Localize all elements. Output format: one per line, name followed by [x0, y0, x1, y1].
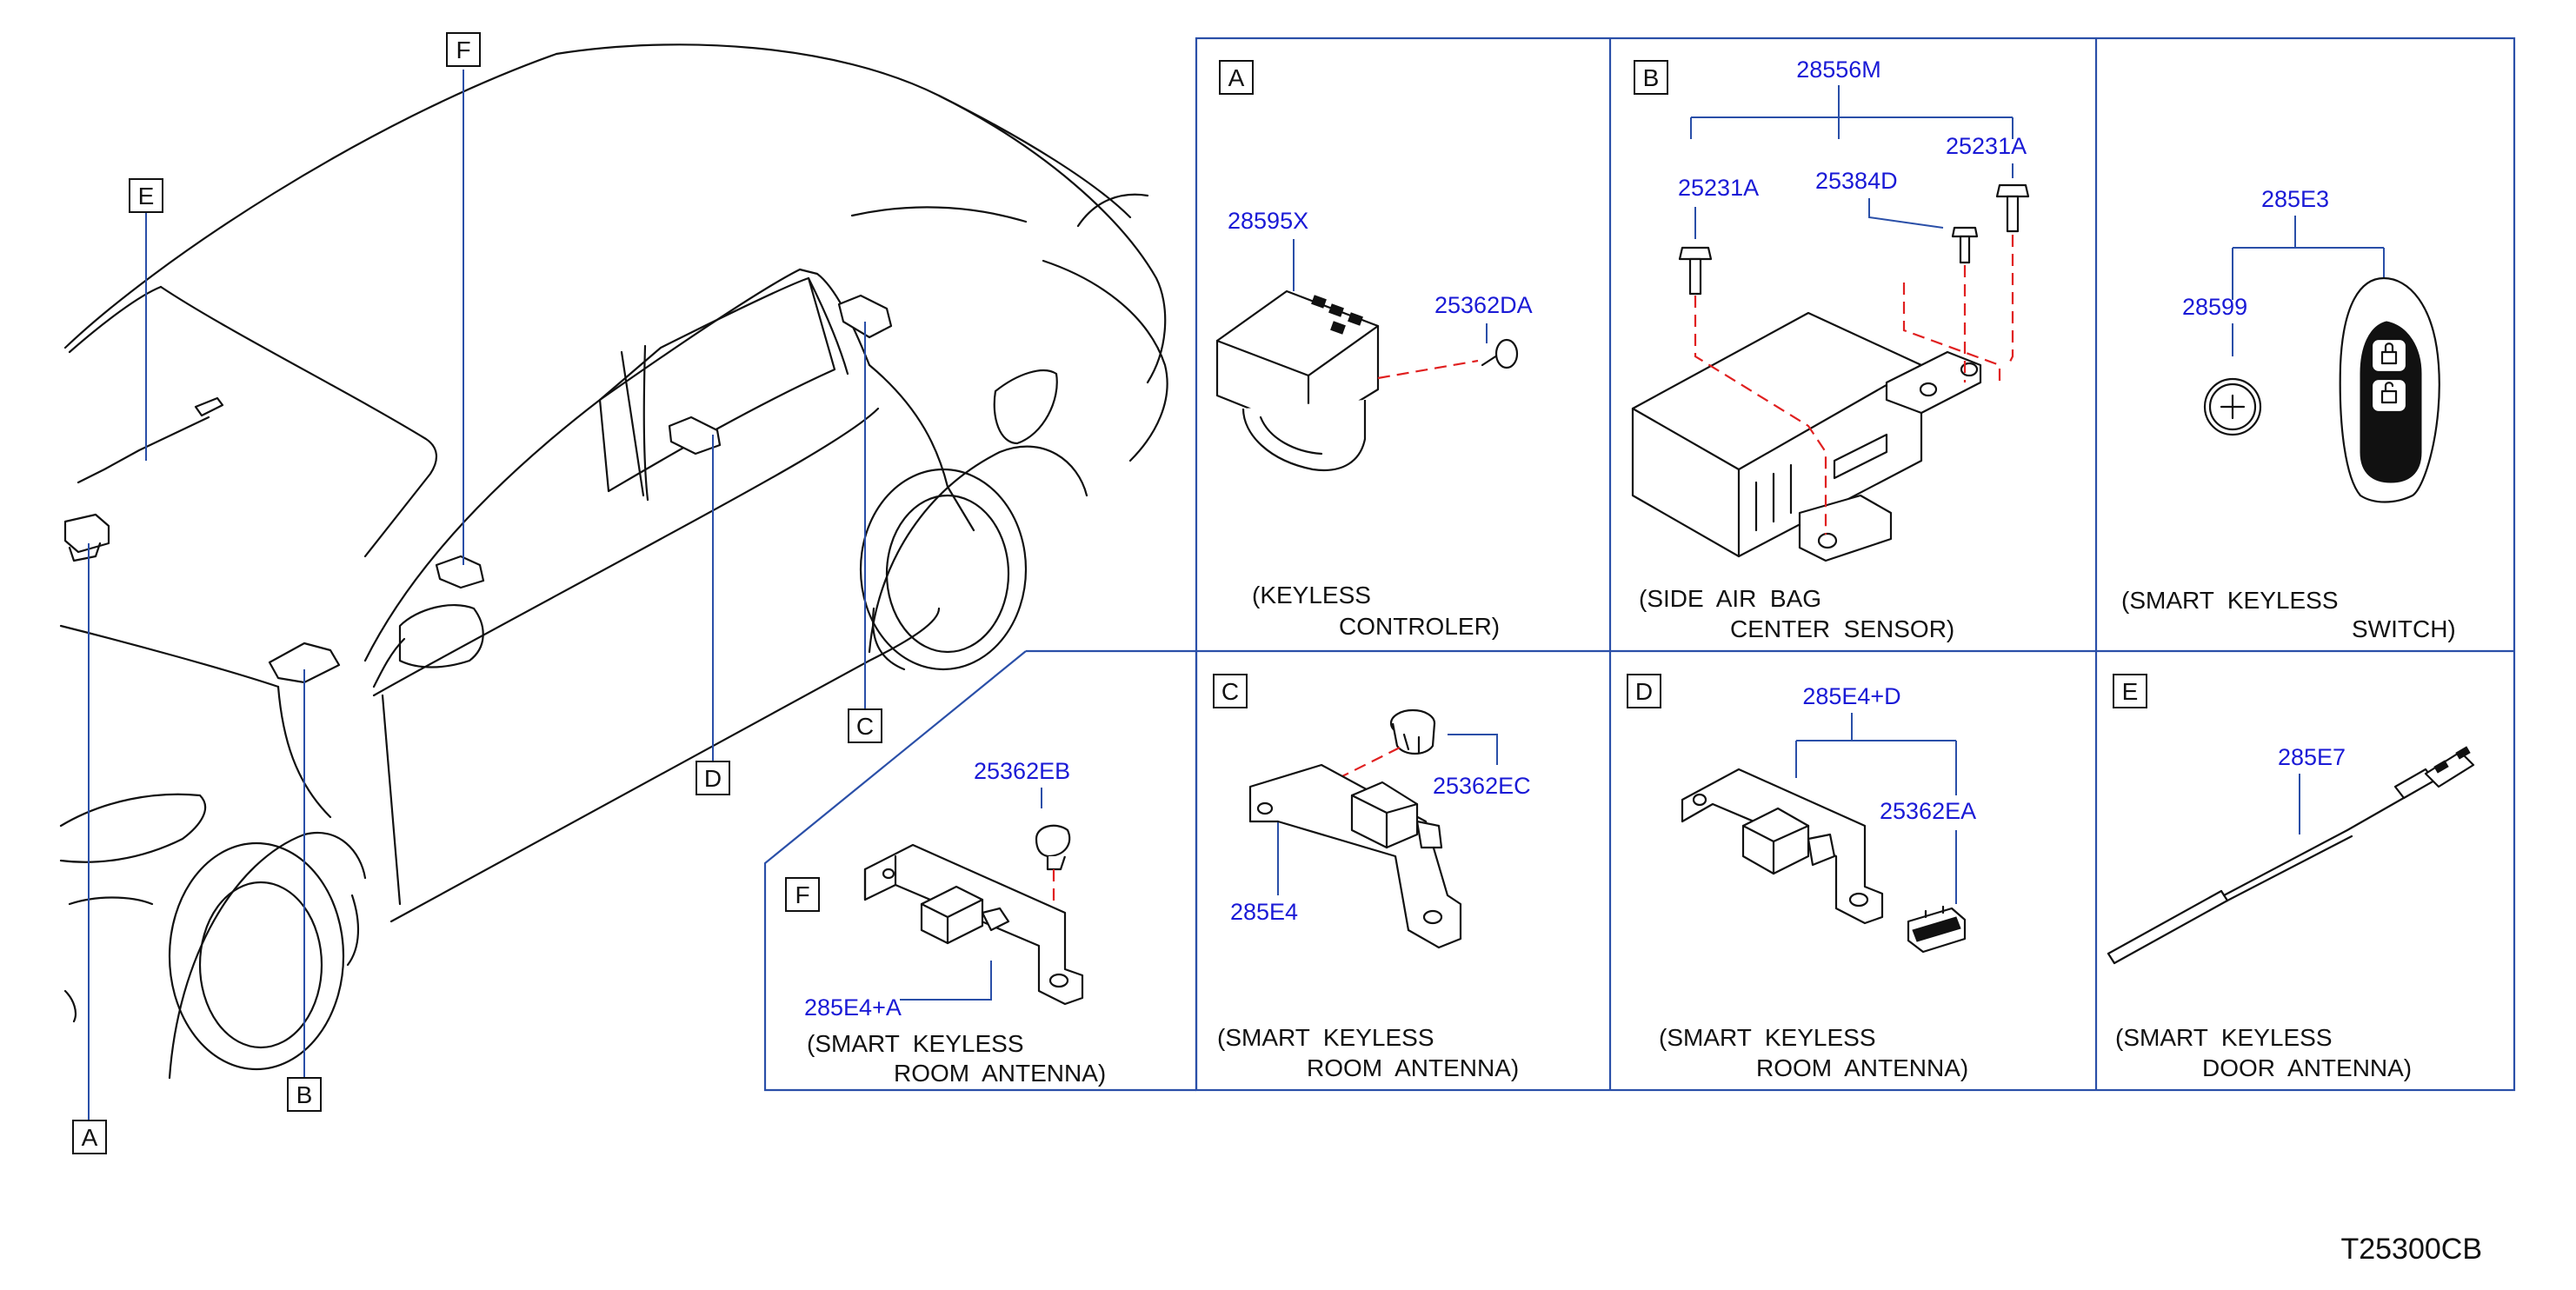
part-number-285e3: 285E3	[2261, 186, 2329, 212]
panel-a-caption-line2: CONTROLER)	[1339, 613, 1500, 640]
car-callout-f: F	[446, 32, 481, 67]
panel-e-caption-line2: DOOR ANTENNA)	[2202, 1054, 2412, 1081]
panel-b-caption-line2: CENTER SENSOR)	[1730, 615, 1954, 642]
car-callout-a: A	[72, 1120, 107, 1154]
clip-25362eb-icon	[1035, 824, 1071, 871]
panel-d-letter: D	[1635, 678, 1653, 705]
panel-f-caption-line1: (SMART KEYLESS	[807, 1030, 1024, 1057]
part-number-25362ec: 25362EC	[1433, 773, 1531, 799]
svg-text:E: E	[138, 183, 155, 209]
part-number-25231a-right: 25231A	[1946, 133, 2027, 159]
bolt-25231a-right-icon	[1995, 183, 2030, 233]
part-number-28556m: 28556M	[1796, 57, 1881, 83]
car-part-d-icon	[668, 416, 722, 455]
svg-text:B: B	[296, 1081, 313, 1108]
car-callout-e: E	[129, 178, 163, 213]
car-part-c-icon	[837, 294, 893, 339]
panel-a-caption-line1: (KEYLESS	[1252, 582, 1371, 608]
part-number-25231a-left: 25231A	[1678, 175, 1759, 201]
part-number-285e7: 285E7	[2278, 744, 2346, 770]
panel-switch: 285E3 28599 (SMART KEYLESS SWITCH)	[2121, 186, 2456, 642]
car-part-f-icon	[435, 555, 485, 589]
part-number-28599: 28599	[2182, 294, 2247, 320]
panel-a: A 28595X 25362DA (KEYLESS CONTROLER)	[1215, 60, 1533, 640]
car-part-a-icon	[63, 513, 110, 562]
screw-25362da-icon	[1481, 338, 1519, 369]
smart-keyless-room-antenna-d-icon	[1681, 768, 1884, 925]
panel-f-caption-line2: ROOM ANTENNA)	[894, 1060, 1106, 1087]
svg-text:F: F	[456, 37, 470, 63]
part-number-25362ea: 25362EA	[1880, 798, 1976, 824]
panel-switch-caption-line2: SWITCH)	[2352, 615, 2456, 642]
panel-e-letter: E	[2122, 678, 2139, 705]
panel-d-caption-line1: (SMART KEYLESS	[1659, 1024, 1876, 1051]
panel-frame	[763, 37, 2516, 1092]
side-airbag-center-sensor-icon	[1631, 311, 1982, 562]
panel-e: E 285E7 (SMART KEYLESS DOOR ANTENNA)	[2107, 674, 2475, 1081]
car-part-b-icon	[268, 642, 341, 684]
panel-switch-caption-line1: (SMART KEYLESS	[2121, 587, 2339, 614]
keyless-controller-icon	[1215, 289, 1380, 472]
part-number-285e4: 285E4	[1230, 899, 1298, 925]
part-number-25362eb: 25362EB	[974, 758, 1070, 784]
panel-b: B 28556M 25231A 25231A 25384D	[1631, 57, 2030, 642]
panel-f-letter: F	[795, 881, 809, 908]
clip-25362ea-icon	[1907, 905, 1967, 954]
car-callout-d: D	[696, 761, 730, 795]
svg-text:D: D	[704, 765, 722, 792]
panel-b-letter: B	[1643, 64, 1660, 91]
panel-c: C 25362EC 285E4 (SMART KEYLESS ROOM ANTE…	[1213, 674, 1531, 1081]
part-number-285e4-d: 285E4+D	[1802, 683, 1900, 709]
smart-keyless-room-antenna-f-icon	[863, 843, 1084, 1006]
smart-keyless-room-antenna-c-icon	[1248, 763, 1462, 949]
battery-28599-icon	[2203, 377, 2262, 436]
panel-e-caption-line1: (SMART KEYLESS	[2115, 1024, 2333, 1051]
panel-d-caption-line2: ROOM ANTENNA)	[1756, 1054, 1968, 1081]
panel-f: F 25362EB 285E4+A (SMART KEYLESS ROOM AN…	[785, 758, 1106, 1087]
smart-keyless-door-antenna-icon	[2107, 746, 2475, 965]
part-number-285e4-a: 285E4+A	[804, 994, 902, 1021]
car-callout-b: B	[287, 1077, 322, 1112]
diagram-code: T25300CB	[2340, 1233, 2482, 1266]
bolt-25384d-icon	[1951, 226, 1979, 264]
smart-keyless-switch-icon	[2339, 276, 2440, 503]
car-part-e-icon	[77, 396, 224, 484]
panel-d: D 285E4+D 25362EA (SMART KEYLESS ROOM AN…	[1627, 674, 1976, 1081]
bolt-25231a-left-icon	[1678, 246, 1713, 296]
car-callout-c: C	[848, 708, 882, 743]
part-number-25362da: 25362DA	[1434, 292, 1533, 318]
panel-b-caption-line1: (SIDE AIR BAG	[1639, 585, 1821, 612]
panel-c-caption-line2: ROOM ANTENNA)	[1307, 1054, 1519, 1081]
panel-c-caption-line1: (SMART KEYLESS	[1217, 1024, 1434, 1051]
clip-25362ec-icon	[1389, 708, 1436, 755]
panel-a-letter: A	[1228, 64, 1245, 91]
vehicle-illustration: A E B F D C	[59, 32, 1168, 1154]
part-number-28595x: 28595X	[1228, 208, 1308, 234]
svg-text:A: A	[82, 1124, 98, 1151]
svg-text:C: C	[856, 713, 874, 740]
part-number-25384d: 25384D	[1815, 168, 1898, 194]
panel-c-letter: C	[1221, 678, 1239, 705]
